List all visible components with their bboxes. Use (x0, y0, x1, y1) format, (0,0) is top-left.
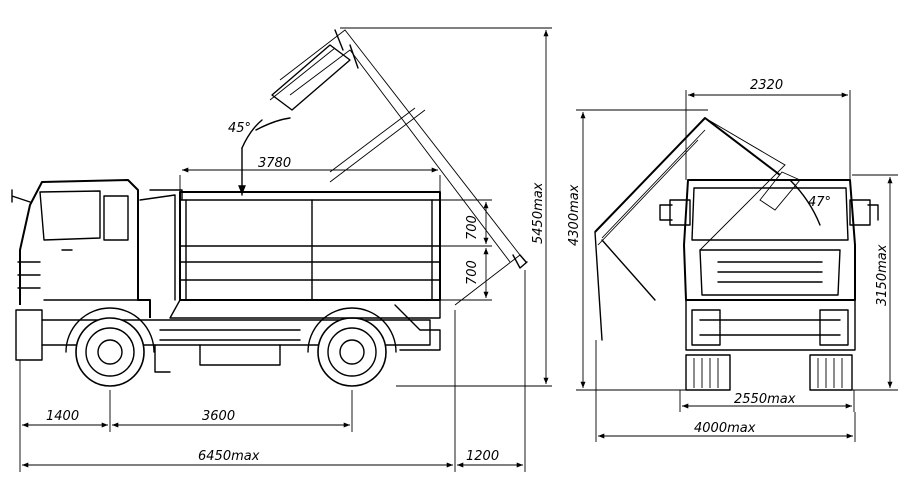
angle-47-indicator: 47° (789, 179, 831, 226)
top-width-dim: 2320 (685, 78, 851, 180)
cab-front (659, 179, 879, 351)
chassis-side (41, 304, 441, 373)
wheelbase-label: 3600 (202, 409, 235, 424)
cab-side (11, 179, 183, 361)
angle-47-label: 47° (808, 195, 831, 210)
front-wheel (65, 307, 155, 387)
board-lower-label: 700 (465, 260, 480, 285)
dump-body-lowered (169, 191, 441, 319)
dump-body-raised (269, 29, 528, 306)
rear-wheel (307, 307, 397, 387)
side-view: 45° 3780 700 700 5450max (11, 27, 552, 472)
front-view: 47° 2320 4300max 3150max 2550max (567, 78, 898, 442)
front-overhang-label: 1400 (46, 409, 79, 424)
front-tyres (685, 354, 853, 391)
body-length-label: 3780 (258, 156, 291, 171)
track-width-label: 2550max (734, 392, 796, 407)
length-dims: 1400 3600 6450max 1200 (19, 270, 526, 472)
cab-height-dim: 3150max (852, 174, 898, 391)
overall-width-label: 4000max (694, 421, 756, 436)
body-length-dim: 3780 (179, 156, 441, 192)
side-tipped-body (594, 117, 801, 341)
cab-height-label: 3150max (875, 244, 890, 306)
rear-overhang-label: 1200 (466, 449, 499, 464)
track-width-dim: 2550max (679, 390, 855, 412)
angle-45-label: 45° (228, 121, 251, 136)
overall-width-dim: 4000max (595, 340, 856, 442)
tipped-height-dim: 5450max (340, 27, 552, 387)
side-tip-height-label: 4300max (567, 184, 582, 246)
angle-45-indicator: 45° (228, 117, 291, 196)
overall-length-label: 6450max (198, 449, 260, 464)
tipped-height-label: 5450max (531, 182, 546, 244)
board-upper-label: 700 (465, 215, 480, 240)
top-width-label: 2320 (750, 78, 783, 93)
side-tip-height-dim: 4300max (567, 109, 708, 391)
board-height-dims: 700 700 (440, 199, 492, 301)
